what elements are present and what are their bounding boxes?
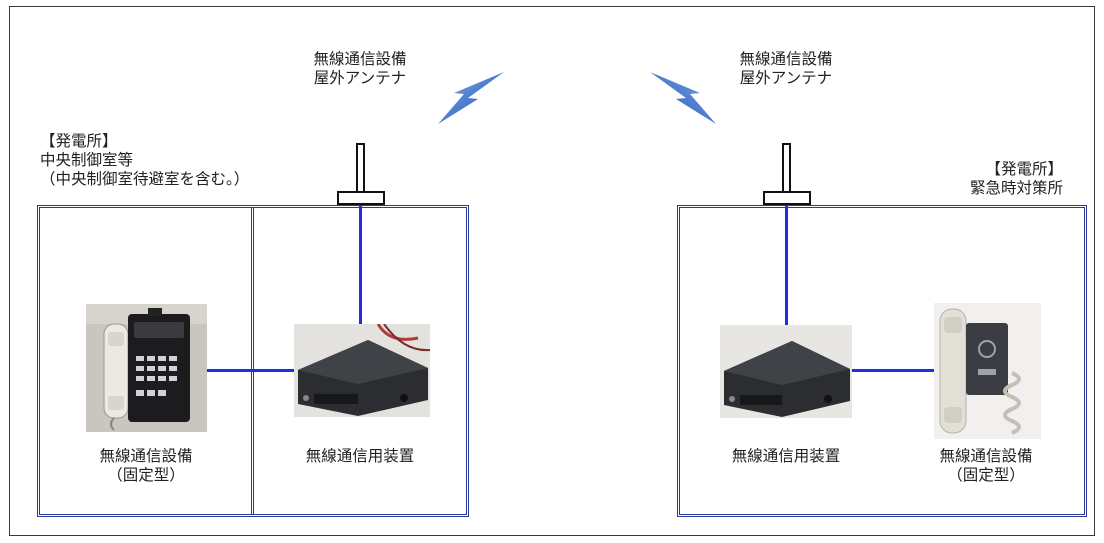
- lightning-bolt-icon: [650, 72, 716, 124]
- left-fixed-phone-label-line1: 無線通信設備: [99, 447, 193, 465]
- right-fixed-phone-label-line2: （固定型）: [947, 466, 1025, 484]
- left-device-cable: [207, 369, 294, 372]
- left-antenna-cable: [359, 205, 362, 325]
- left-antenna-label-line1: 無線通信設備: [313, 50, 407, 68]
- right-antenna-label-line1: 無線通信設備: [739, 50, 833, 68]
- right-site-line1: 緊急時対策所: [969, 179, 1063, 197]
- right-radio-unit-photo: [720, 325, 852, 418]
- left-antenna-label-line2: 屋外アンテナ: [313, 69, 407, 87]
- lightning-bolt-icon: [438, 72, 504, 124]
- right-antenna-cable: [785, 205, 788, 325]
- right-radio-unit-label: 無線通信用装置: [731, 447, 841, 465]
- antenna-icon: [337, 143, 385, 205]
- left-room-divider: [251, 207, 254, 515]
- right-site-header: 【発電所】: [985, 160, 1063, 178]
- left-fixed-phone-label-line2: （固定型）: [107, 466, 185, 484]
- right-fixed-phone-label-line1: 無線通信設備: [939, 447, 1033, 465]
- right-antenna-label-line2: 屋外アンテナ: [739, 69, 833, 87]
- right-device-cable: [852, 369, 934, 372]
- right-fixed-phone-label: 無線通信設備 （固定型）: [939, 447, 1032, 485]
- left-radio-unit-label: 無線通信用装置: [305, 447, 415, 465]
- left-site-header: 【発電所】: [40, 132, 118, 150]
- left-site-line2: （中央制御室待避室を含む。）: [40, 170, 250, 188]
- right-site-label: 【発電所】 緊急時対策所: [970, 160, 1063, 198]
- left-antenna-label: 無線通信設備 屋外アンテナ: [313, 50, 406, 88]
- right-antenna-label: 無線通信設備 屋外アンテナ: [739, 50, 832, 88]
- right-fixed-phone-photo: [934, 303, 1041, 439]
- left-site-line1: 中央制御室等: [40, 151, 134, 169]
- left-fixed-phone-photo: [86, 304, 207, 432]
- left-site-label: 【発電所】 中央制御室等 （中央制御室待避室を含む。）: [40, 132, 249, 189]
- antenna-icon: [763, 143, 811, 205]
- diagram-frame: [9, 6, 1095, 536]
- right-facility-box: [677, 205, 1087, 517]
- left-fixed-phone-label: 無線通信設備 （固定型）: [99, 447, 192, 485]
- left-radio-unit-photo: [294, 324, 430, 417]
- left-facility-box: [37, 205, 469, 517]
